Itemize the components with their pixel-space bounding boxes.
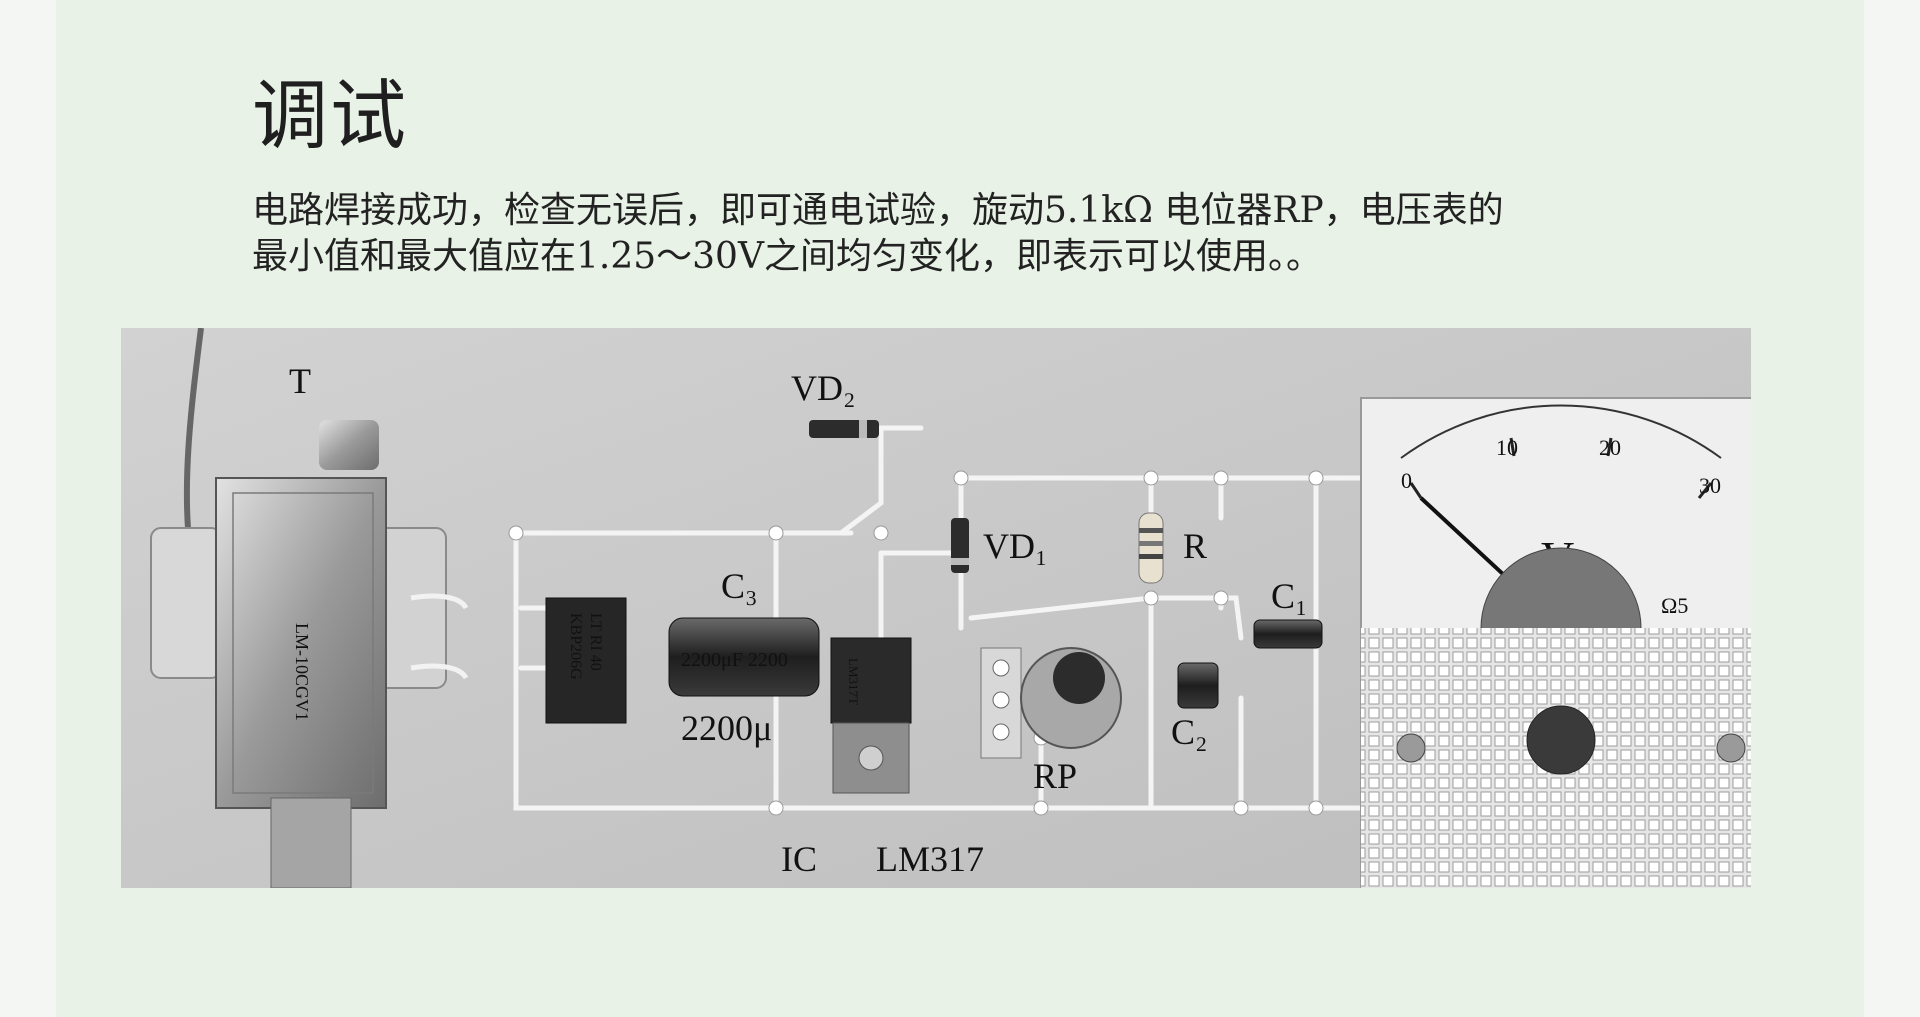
circuit-illustration: LM-10CGV1 T: [121, 328, 1751, 888]
capacitor-c2: [1177, 662, 1219, 709]
circuit-photo: LM-10CGV1 T: [121, 328, 1751, 888]
label-ic: IC: [781, 839, 817, 879]
label-rp: RP: [1033, 756, 1077, 796]
resistor-r: [1138, 512, 1164, 584]
slide-body: 电路焊接成功，检查无误后，即可通电试验，旋动5.1kΩ 电位器RP，电压表的 最…: [252, 188, 1612, 280]
ic-marking: LM317T: [846, 658, 861, 705]
body-line-2: 最小值和最大值应在1.25～30V之间均匀变化，即表示可以使用。。: [252, 236, 1322, 277]
label-r: R: [1183, 526, 1207, 566]
bridge-rectifier: LT RI 40 KBP206G: [545, 597, 627, 724]
label-c3: C₃: [721, 566, 758, 606]
ic-lm317: LM317T: [830, 637, 912, 794]
potentiometer-rp: [980, 647, 1122, 759]
meter-tick-30: [1697, 482, 1713, 499]
label-c2: C₂: [1171, 712, 1208, 752]
label-c3-value: 2200μ: [681, 708, 772, 748]
capacitor-c3: 2200μF 2200: [668, 617, 820, 697]
meter-scale-0: 0: [1401, 468, 1412, 493]
diode-vd1: [951, 518, 969, 573]
bridge-marking-1: LT RI 40: [587, 613, 604, 671]
label-c1: C₁: [1271, 576, 1308, 616]
meter-tick-0: [1409, 482, 1423, 499]
meter-scale-30: 30: [1699, 473, 1721, 498]
meter-class: Ω5: [1661, 593, 1688, 618]
meter-tick-20: [1606, 437, 1613, 457]
c3-marking: 2200μF 2200: [681, 649, 788, 671]
meter-scale-10: 10: [1496, 435, 1518, 460]
meter-tick-10: [1509, 437, 1516, 457]
slide-title: 调试: [252, 71, 408, 160]
label-vd2: VD₂: [791, 368, 856, 408]
bridge-marking-2: KBP206G: [567, 613, 584, 680]
label-vd1: VD₁: [983, 526, 1048, 566]
transformer: LM-10CGV1: [150, 328, 469, 888]
label-ic-model: LM317: [876, 839, 984, 879]
voltmeter: 0 10 20 30 V Ω5: [1360, 397, 1751, 888]
transformer-marking: LM-10CGV1: [292, 623, 312, 721]
body-line-1: 电路焊接成功，检查无误后，即可通电试验，旋动5.1kΩ 电位器RP，电压表的: [252, 190, 1504, 231]
diode-vd2: [809, 420, 879, 438]
label-t: T: [289, 361, 311, 401]
meter-scale-20: 20: [1599, 435, 1621, 460]
capacitor-c1: [1253, 619, 1323, 649]
